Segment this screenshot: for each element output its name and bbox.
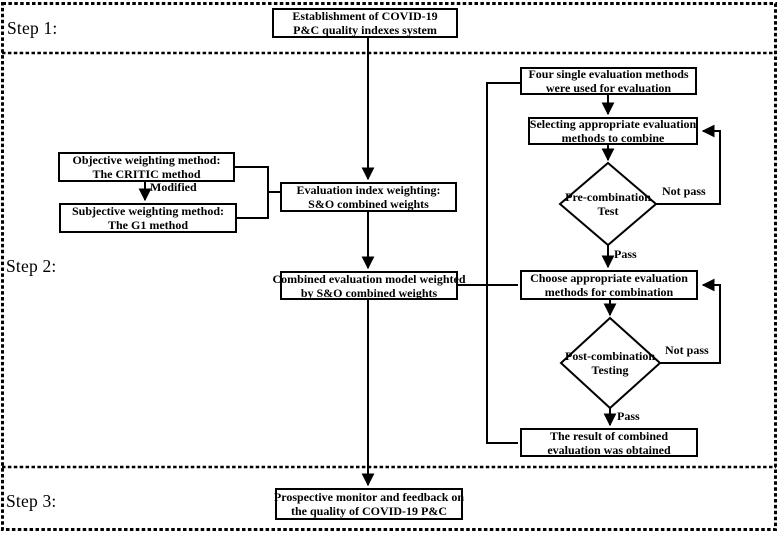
box-subjective-weighting: Subjective weighting method: The G1 meth… — [59, 203, 237, 233]
box-prospective-monitor: Prospective monitor and feedback on the … — [273, 488, 465, 520]
box-combined-model-line1: Combined evaluation model weighted — [272, 271, 466, 286]
box-four-single-methods: Four single evaluation methods were used… — [520, 67, 697, 95]
post-combination-diamond-label: Post-combination Testing — [550, 349, 670, 377]
step1-label: Step 1: — [7, 18, 58, 38]
box-selecting-line1: Selecting appropriate evaluation — [529, 117, 697, 131]
box-selecting-methods: Selecting appropriate evaluation methods… — [528, 117, 698, 145]
box-objective-weighting: Objective weighting method: The CRITIC m… — [58, 152, 235, 182]
box-result-line1: The result of combined — [549, 428, 669, 443]
pass-label-pretest: Pass — [614, 247, 637, 261]
post-combination-line2: Testing — [591, 363, 629, 377]
box-result-obtained: The result of combined evaluation was ob… — [520, 428, 698, 457]
box-objective-line1: Objective weighting method: — [72, 153, 221, 167]
step2-label: Step 2: — [6, 256, 57, 276]
box-prospective-line2: the quality of COVID-19 P&C — [291, 504, 447, 518]
pre-combination-line2: Test — [597, 204, 619, 218]
arrow-posttest-notpass-loop — [660, 278, 721, 364]
left-feedback-line — [486, 82, 520, 444]
flow-arrows — [138, 38, 721, 487]
box-subjective-line1: Subjective weighting method: — [72, 204, 224, 218]
box-four-single-line2: were used for evaluation — [545, 81, 672, 95]
connector-lines — [235, 82, 520, 444]
pre-combination-diamond — [558, 161, 658, 247]
box-prospective-line1: Prospective monitor and feedback on — [273, 490, 465, 504]
pass-label-posttest: Pass — [617, 409, 640, 423]
pre-combination-diamond-label: Pre-combination Test — [548, 190, 668, 218]
box-combined-model: Combined evaluation model weighted by S&… — [273, 271, 466, 300]
notpass-label-posttest: Not pass — [665, 343, 709, 357]
box-selecting-line2: methods to combine — [561, 131, 665, 145]
box-eval-index-line1: Evaluation index weighting: — [296, 183, 441, 197]
modified-edge-label: Modified — [150, 180, 197, 194]
post-combination-diamond — [559, 316, 662, 410]
box-combined-model-line2: by S&O combined weights — [300, 285, 438, 300]
box-objective-line2: The CRITIC method — [92, 167, 201, 181]
box-establishment: Establishment of COVID-19 P&C quality in… — [272, 8, 458, 38]
box-four-single-line1: Four single evaluation methods — [528, 67, 689, 81]
post-combination-line1: Post-combination — [565, 349, 655, 363]
box-choose-line2: methods for combination — [544, 285, 674, 299]
box-establishment-line1: Establishment of COVID-19 — [292, 9, 438, 23]
box-subjective-line2: The G1 method — [107, 218, 188, 232]
notpass-label-pretest: Not pass — [662, 184, 706, 198]
box-establishment-line2: P&C quality indexes system — [293, 23, 437, 37]
box-choose-methods: Choose appropriate evaluation methods fo… — [520, 270, 698, 300]
box-eval-index-weighting: Evaluation index weighting: S&O combined… — [280, 182, 457, 212]
decision-diamonds — [558, 161, 662, 410]
pre-combination-line1: Pre-combination — [565, 190, 651, 204]
arrow-pretest-notpass-loop — [656, 124, 721, 205]
box-result-line2: evaluation was obtained — [547, 442, 671, 457]
box-eval-index-line2: S&O combined weights — [308, 197, 429, 211]
step3-label: Step 3: — [6, 491, 57, 511]
box-choose-line1: Choose appropriate evaluation — [530, 271, 688, 285]
